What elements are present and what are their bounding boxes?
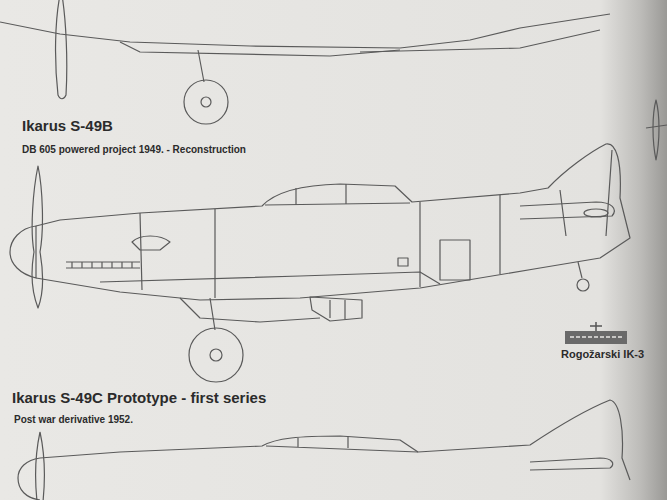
profile-title: Ikarus S-49C Prototype - first series (12, 389, 266, 406)
label-holder: Post war derivative 1952. (14, 414, 133, 425)
label-holder: Rogožarski IK-3 (561, 348, 644, 360)
label-holder: DB 605 powered project 1949. - Reconstru… (22, 144, 246, 155)
profile-note: DB 605 powered project 1949. - Reconstru… (22, 144, 246, 155)
top-aircraft (0, 0, 610, 124)
logo-text: Rogožarski IK-3 (561, 348, 644, 360)
label-holder: Ikarus S-49C Prototype - first series (12, 389, 266, 406)
next-page-propeller (653, 100, 659, 160)
profile-note: Post war derivative 1952. (14, 414, 133, 425)
next-page-line (646, 125, 667, 128)
publisher-logo (565, 322, 627, 344)
main-aircraft (10, 144, 630, 382)
profile-title: Ikarus S-49B (22, 117, 113, 134)
label-holder: Ikarus S-49B (22, 117, 113, 134)
